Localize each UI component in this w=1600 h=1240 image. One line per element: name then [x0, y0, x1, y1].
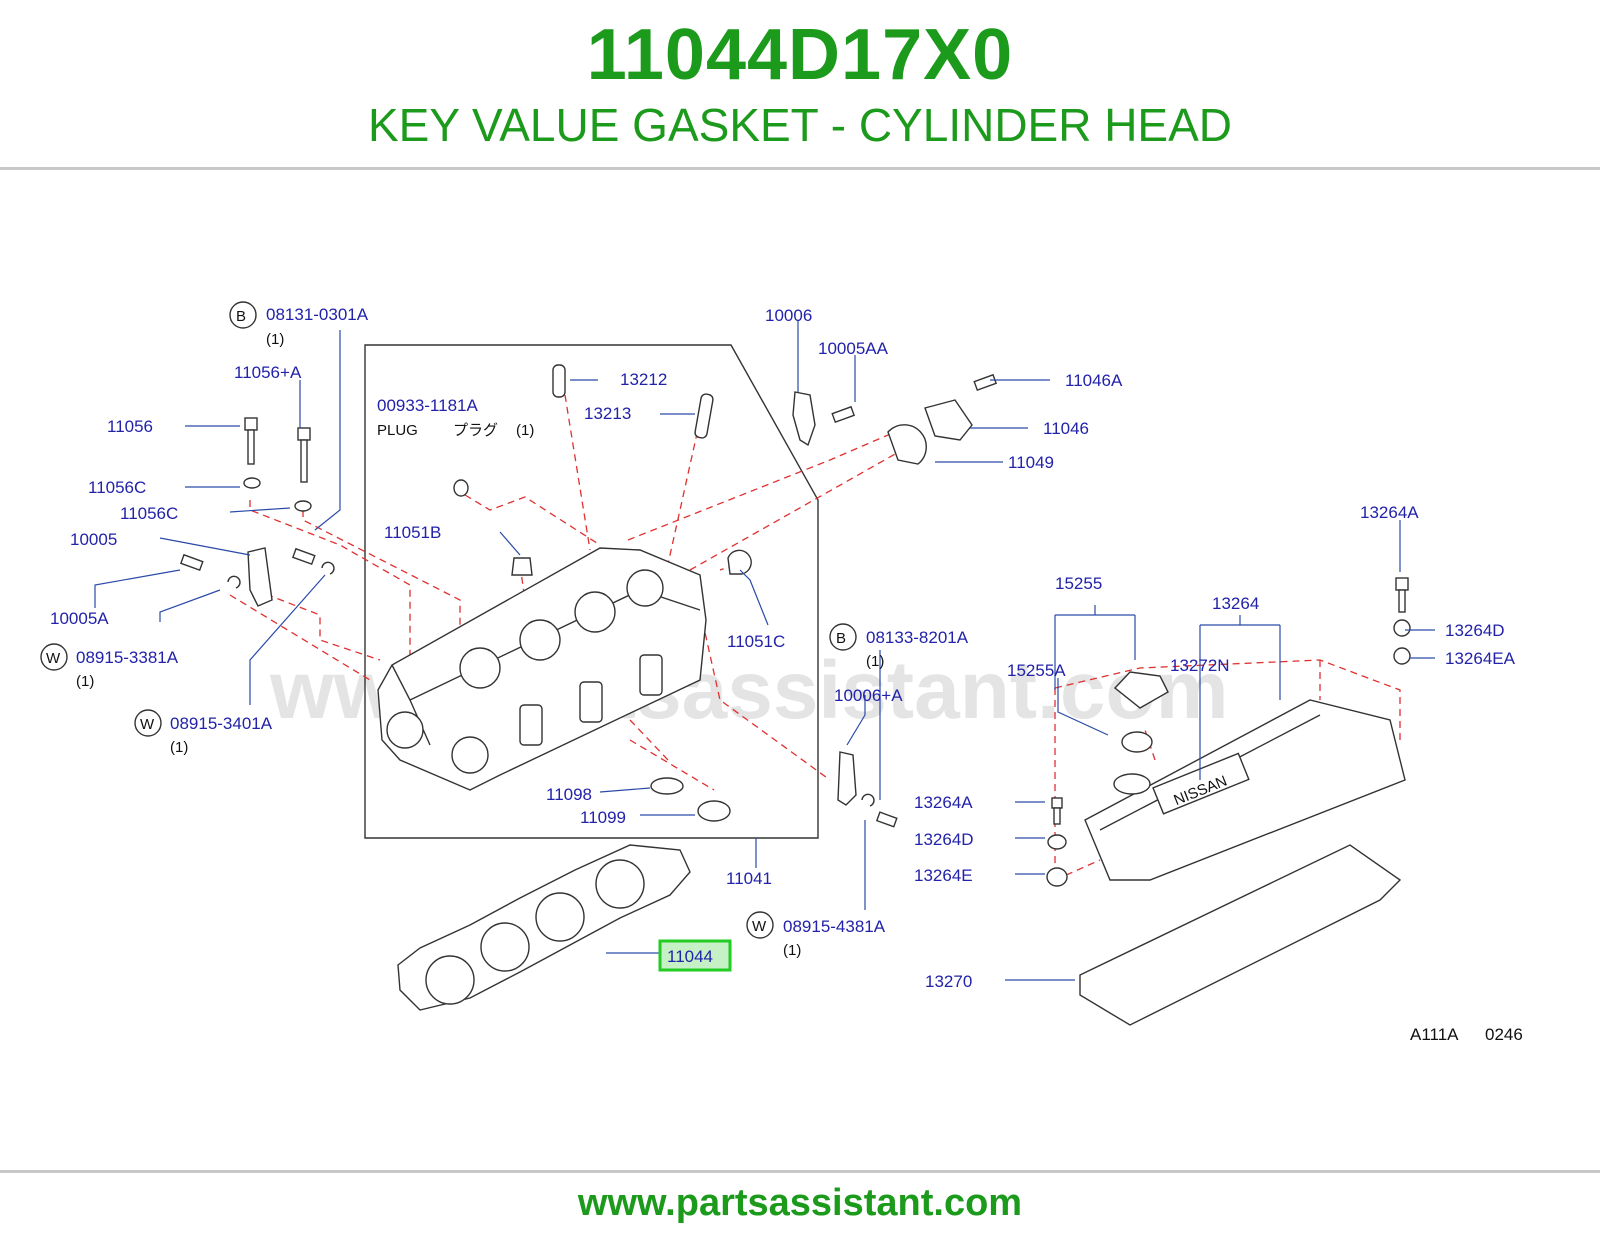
head-small-parts [453, 364, 752, 822]
bolt-11056a-shank [300, 439, 308, 483]
cover-fasteners [1046, 577, 1411, 887]
left-fasteners [179, 417, 335, 607]
bolt-11056-shank [247, 429, 255, 465]
bolt-11056a-head [297, 427, 311, 441]
plug-label-jp: プラグ [453, 422, 498, 439]
callout-11044: 11044 [667, 947, 713, 966]
callout-08133-8201a: 08133-8201A [866, 628, 969, 647]
cover-11046 [924, 399, 973, 441]
callout-11051b: 11051B [384, 523, 441, 542]
callout-08915-4381a: 08915-4381A [783, 917, 886, 936]
bolt-10005aa [831, 405, 856, 424]
callout-13213: 13213 [584, 404, 631, 423]
qty-08133: (1) [866, 653, 884, 670]
callout-13264a-top: 13264A [1360, 503, 1419, 522]
callout-13264d-left: 13264D [914, 830, 974, 849]
bracket-10006a [837, 751, 857, 806]
footer-url-link[interactable]: www.partsassistant.com [577, 1182, 1023, 1224]
callout-11046: 11046 [1043, 419, 1089, 438]
bolt-08131 [291, 547, 316, 566]
right-brackets [792, 373, 998, 828]
plug-11051c [727, 549, 752, 575]
bracket-10006 [792, 391, 816, 447]
marker-w-2: W [140, 716, 155, 733]
plug-qty: (1) [516, 422, 534, 439]
callout-13212: 13212 [620, 370, 667, 389]
bolt-11056-head [244, 417, 258, 431]
diagram-ref-number: 0246 [1485, 1025, 1523, 1044]
marker-w-3: W [752, 918, 767, 935]
callout-13264ea: 13264EA [1445, 649, 1516, 668]
part-description: KEY VALUE GASKET - CYLINDER HEAD [367, 99, 1233, 151]
callout-10006-a: 10006+A [834, 686, 903, 705]
callout-10005: 10005 [70, 530, 117, 549]
rocker-cover-13264: NISSAN [1084, 699, 1406, 881]
dowel-13213 [694, 393, 714, 439]
marker-b-1: B [236, 308, 246, 325]
callout-labels[interactable]: 08131-0301A (1) 11056+A 11056 11056C 110… [50, 305, 1516, 991]
marker-b-2: B [836, 630, 846, 647]
callout-08131-0301A: 08131-0301A [266, 305, 369, 324]
head-gasket-11044 [397, 844, 691, 1011]
callout-11046a: 11046A [1065, 371, 1123, 390]
bracket-10005 [247, 547, 273, 607]
parts-diagram: www.partsassistant.com [40, 301, 1523, 1044]
callout-11051c: 11051C [727, 632, 785, 651]
callout-08915-3381a: 08915-3381A [76, 648, 179, 667]
part-number-title: 11044D17X0 [586, 15, 1014, 95]
marker-w-1: W [46, 650, 61, 667]
plug-11051b [511, 557, 533, 576]
gasket-11049 [887, 424, 927, 465]
callout-15255: 15255 [1055, 574, 1102, 593]
footer-divider [0, 1170, 1600, 1173]
plug-label-en: PLUG [377, 422, 418, 439]
callout-13264: 13264 [1212, 594, 1259, 613]
callout-13272n: 13272N [1170, 656, 1230, 675]
cylinder-head-block [377, 547, 707, 791]
header-divider [0, 167, 1600, 170]
callout-11056-a: 11056+A [234, 363, 302, 382]
qty-08915-4381: (1) [783, 942, 801, 959]
callout-15255a: 15255A [1007, 661, 1066, 680]
dowel-13212 [552, 364, 566, 398]
callout-13270: 13270 [925, 972, 972, 991]
callout-08915-3401a: 08915-3401A [170, 714, 273, 733]
bolt-08133 [875, 811, 898, 828]
bolt-10005a [179, 553, 204, 572]
callout-00933-1181a: 00933-1181A [377, 396, 478, 415]
marker-circles: B W W B W [40, 301, 857, 939]
diagram-ref-code: A111A [1410, 1025, 1459, 1044]
seal-11098 [650, 777, 684, 795]
cover-gasket-13270 [1079, 844, 1402, 1026]
callout-10005aa: 10005AA [818, 339, 889, 358]
bolt-11046a [973, 373, 998, 392]
washer-08915-3381 [227, 575, 241, 589]
callout-10005a: 10005A [50, 609, 109, 628]
qty-08915-3381: (1) [76, 673, 94, 690]
callout-11098: 11098 [546, 785, 592, 804]
washer-11056c-2 [294, 500, 312, 512]
callout-13264a-left: 13264A [914, 793, 973, 812]
qty-08131: (1) [266, 331, 284, 348]
callout-11056c-1: 11056C [88, 478, 146, 497]
callout-11049: 11049 [1008, 453, 1054, 472]
callout-11056c-2: 11056C [120, 504, 178, 523]
callout-11041: 11041 [726, 869, 772, 888]
washer-08915-3401 [321, 561, 335, 575]
washer-11056c-1 [243, 477, 261, 489]
cylinder-head-frame [364, 344, 819, 839]
qty-08915-3401: (1) [170, 739, 188, 756]
oil-cap-15255 [1113, 671, 1169, 753]
callout-11056: 11056 [107, 417, 153, 436]
callout-11099: 11099 [580, 808, 626, 827]
callout-13264d-right: 13264D [1445, 621, 1505, 640]
callout-13264e: 13264E [914, 866, 973, 885]
washer-08915-4381 [861, 793, 875, 807]
leader-lines [94, 320, 1435, 981]
plug-00933 [453, 479, 469, 497]
seal-11099 [697, 800, 731, 822]
callout-10006: 10006 [765, 306, 812, 325]
callout-11044-highlight [658, 939, 732, 972]
